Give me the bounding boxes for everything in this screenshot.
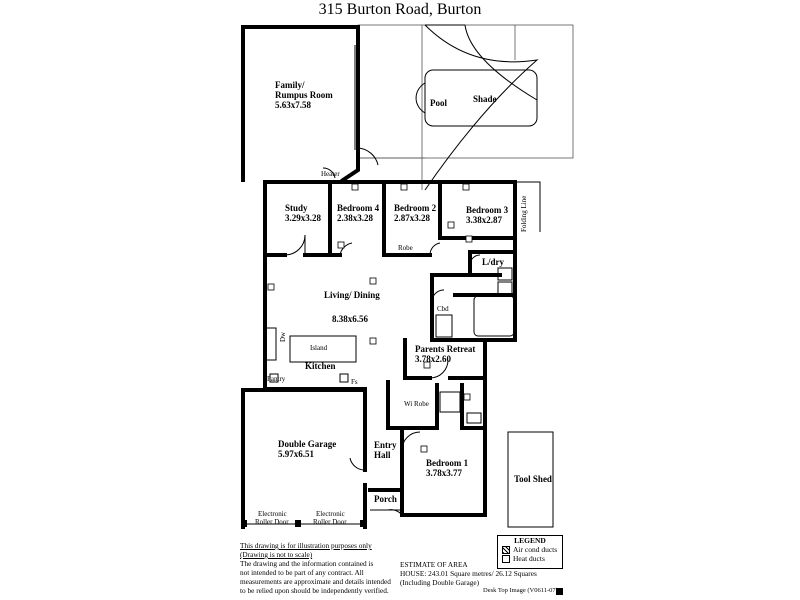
bed2-size: 2.87x3.28 — [394, 213, 431, 223]
laundry-label: L/dry — [482, 257, 505, 267]
living-size: 8.38x6.56 — [332, 314, 369, 324]
estimate-line-1: ESTIMATE OF AREA — [400, 560, 468, 569]
heat-duct-icon — [502, 554, 510, 563]
plan-title: 315 Burton Road, Burton — [318, 1, 482, 18]
entry-label: Entry — [374, 440, 397, 450]
legend-title: LEGEND — [514, 536, 546, 545]
cupboard-label: Cbd — [437, 305, 449, 313]
doors — [284, 167, 481, 516]
disclaimer-line-1: This drawing is for illustration purpose… — [240, 541, 372, 550]
fixtures — [265, 267, 554, 528]
shade-label: Shade — [473, 94, 497, 104]
study-size: 3.29x3.28 — [285, 213, 322, 223]
folding-line-label: Folding Line — [520, 196, 528, 232]
legend-heat-label: Heat ducts — [513, 554, 545, 563]
bed4-label: Bedroom 4 — [337, 203, 380, 213]
porch-label: Porch — [374, 494, 397, 504]
disclaimer-line-3: The drawing and the information containe… — [240, 559, 374, 568]
bed2-label: Bedroom 2 — [394, 203, 437, 213]
heater-label: Heater — [321, 170, 340, 178]
roller-door-1-label-2: Roller Door — [255, 518, 289, 526]
roller-door-1-label: Electronic — [258, 510, 287, 518]
living-label: Living/ Dining — [324, 290, 380, 300]
bed1-label: Bedroom 1 — [426, 458, 469, 468]
corner-mark — [556, 588, 563, 595]
garage-label: Double Garage — [278, 439, 336, 449]
roller-door-2-label-2: Roller Door — [313, 518, 347, 526]
roller-door-2-label: Electronic — [316, 510, 345, 518]
pantry-label: Pantry — [267, 375, 286, 383]
garage-size: 5.97x6.51 — [278, 449, 315, 459]
bed3-label: Bedroom 3 — [466, 205, 509, 215]
kitchen-island — [289, 335, 357, 363]
fs-label: Fs — [351, 378, 358, 386]
study-label: Study — [285, 203, 308, 213]
duct-markers — [267, 183, 473, 453]
tool-shed-label: Tool Shed — [514, 474, 552, 484]
parents-size: 3.78x2.60 — [415, 354, 452, 364]
tool-shed-outline — [507, 431, 554, 528]
disclaimer-line-2: (Drawing is not to scale) — [240, 550, 313, 559]
kitchen-label: Kitchen — [305, 361, 336, 371]
air-duct-icon — [502, 545, 510, 554]
estimate-line-3: (Including Double Garage) — [400, 578, 480, 587]
walls — [241, 25, 541, 529]
parents-label: Parents Retreat — [415, 344, 475, 354]
walk-in-robe-label: Wi Robe — [404, 400, 429, 408]
credit: Desk Top Image (V0611-07) — [483, 587, 558, 594]
pool-area — [357, 24, 574, 191]
island-label: Island — [310, 344, 328, 352]
legend-air: Air cond ducts — [498, 545, 562, 554]
family-size: 5.63x7.58 — [275, 100, 312, 110]
robe-label: Robe — [398, 244, 413, 252]
disclaimer-line-5: measurements are approximate and details… — [240, 577, 391, 586]
disclaimer: This drawing is for illustration purpose… — [240, 541, 391, 595]
bed3-size: 3.38x2.87 — [466, 215, 503, 225]
disclaimer-line-6: to be relied upon should be independentl… — [240, 586, 389, 595]
disclaimer-line-4: not intended to be part of any contract.… — [240, 568, 364, 577]
dishwasher-label: Dw — [279, 331, 287, 342]
legend-air-label: Air cond ducts — [513, 545, 558, 554]
legend-heat: Heat ducts — [498, 554, 562, 563]
legend: LEGEND Air cond ducts Heat ducts — [497, 535, 563, 569]
estimate-line-2: HOUSE: 243.01 Square metres/ 26.12 Squar… — [400, 569, 537, 578]
entry-label-2: Hall — [374, 450, 391, 460]
family-label: Family/ — [275, 80, 305, 90]
family-label-2: Rumpus Room — [275, 90, 333, 100]
bed4-size: 2.38x3.28 — [337, 213, 374, 223]
area-estimate: ESTIMATE OF AREA HOUSE: 243.01 Square me… — [400, 560, 537, 587]
pool-label: Pool — [430, 98, 447, 108]
bed1-size: 3.78x3.77 — [426, 468, 463, 478]
